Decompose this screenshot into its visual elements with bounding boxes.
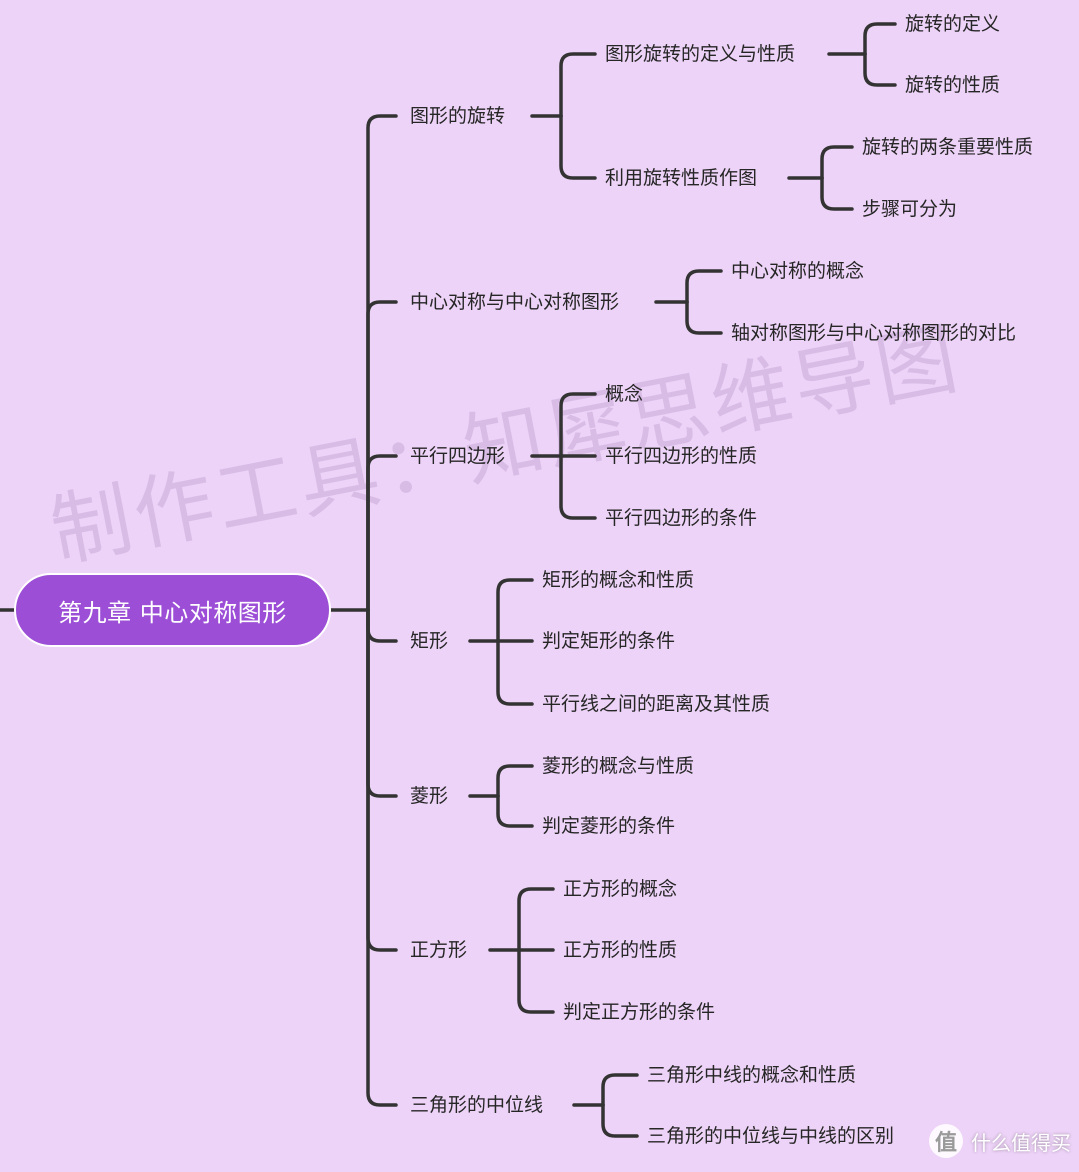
topic-1-link-branch-0 [559,52,597,118]
subtopic-6-3[interactable]: 判定正方形的条件 [563,1001,716,1023]
topic-3-link-branch-0 [559,392,597,458]
subtopic-1-2[interactable]: 利用旋转性质作图 [605,167,758,189]
subtopic-7-1[interactable]: 三角形中线的概念和性质 [647,1064,857,1086]
subtopic-3-3[interactable]: 平行四边形的条件 [605,507,758,529]
subtopic-4-3[interactable]: 平行线之间的距离及其性质 [542,693,771,715]
topic-4-link-branch-0 [496,578,534,643]
subtopic-3-1[interactable]: 概念 [605,383,644,405]
topic-2[interactable]: 中心对称与中心对称图形 [410,291,620,313]
site-credit-label: 什么值得买 [971,1130,1071,1155]
topic-5-link-branch-1 [496,794,534,828]
detail-1-1-2[interactable]: 旋转的性质 [905,74,1001,96]
topic-3-link-branch-2 [559,454,597,520]
subtopic-1-2-link-branch-0 [820,145,854,180]
subtopic-6-1[interactable]: 正方形的概念 [563,878,678,900]
topic-7-link-branch-0 [601,1073,639,1107]
subtopic-1-2-link-branch-1 [820,176,854,211]
root-node[interactable]: 第九章 中心对称图形 [14,573,331,647]
subtopic-6-2[interactable]: 正方形的性质 [563,939,678,961]
subtopic-1-1-link-branch-1 [863,52,897,87]
topic-1-link-branch-1 [559,114,597,180]
detail-1-1-1[interactable]: 旋转的定义 [905,13,1001,35]
subtopic-3-2[interactable]: 平行四边形的性质 [605,445,758,467]
subtopic-7-2[interactable]: 三角形的中位线与中线的区别 [647,1125,895,1147]
root-link-branch-6 [366,608,398,1107]
subtopic-1-1[interactable]: 图形旋转的定义与性质 [605,43,796,65]
subtopic-4-1[interactable]: 矩形的概念和性质 [542,569,695,591]
topic-4[interactable]: 矩形 [410,630,449,652]
topic-2-link-branch-0 [685,269,723,304]
subtopic-5-1[interactable]: 菱形的概念与性质 [542,755,695,777]
root-link-branch-5 [366,608,398,952]
topic-3[interactable]: 平行四边形 [410,445,506,467]
topic-5-link-branch-0 [496,764,534,798]
topic-6-link-branch-2 [517,948,555,1014]
zhi-logo-icon: 值 [929,1124,963,1158]
topic-7[interactable]: 三角形的中位线 [410,1094,544,1116]
subtopic-2-1[interactable]: 中心对称的概念 [731,260,865,282]
topic-5[interactable]: 菱形 [410,785,449,807]
site-credit: 值 什么值得买 [929,1124,1071,1158]
root-link-branch-1 [366,300,398,612]
root-link-branch-0 [366,114,398,612]
subtopic-2-2[interactable]: 轴对称图形与中心对称图形的对比 [731,322,1017,344]
topic-7-link-branch-1 [601,1103,639,1138]
root-link-branch-3 [366,608,398,643]
topic-6[interactable]: 正方形 [410,939,468,961]
subtopic-1-1-link-branch-0 [863,22,897,56]
root-link-branch-2 [366,454,398,612]
subtopic-5-2[interactable]: 判定菱形的条件 [542,815,676,837]
topic-6-link-branch-0 [517,887,555,952]
subtopic-4-2[interactable]: 判定矩形的条件 [542,630,676,652]
topic-1[interactable]: 图形的旋转 [410,105,506,127]
topic-2-link-branch-1 [685,300,723,335]
detail-1-2-1[interactable]: 旋转的两条重要性质 [862,136,1034,158]
topic-4-link-branch-2 [496,639,534,706]
detail-1-2-2[interactable]: 步骤可分为 [862,198,958,220]
